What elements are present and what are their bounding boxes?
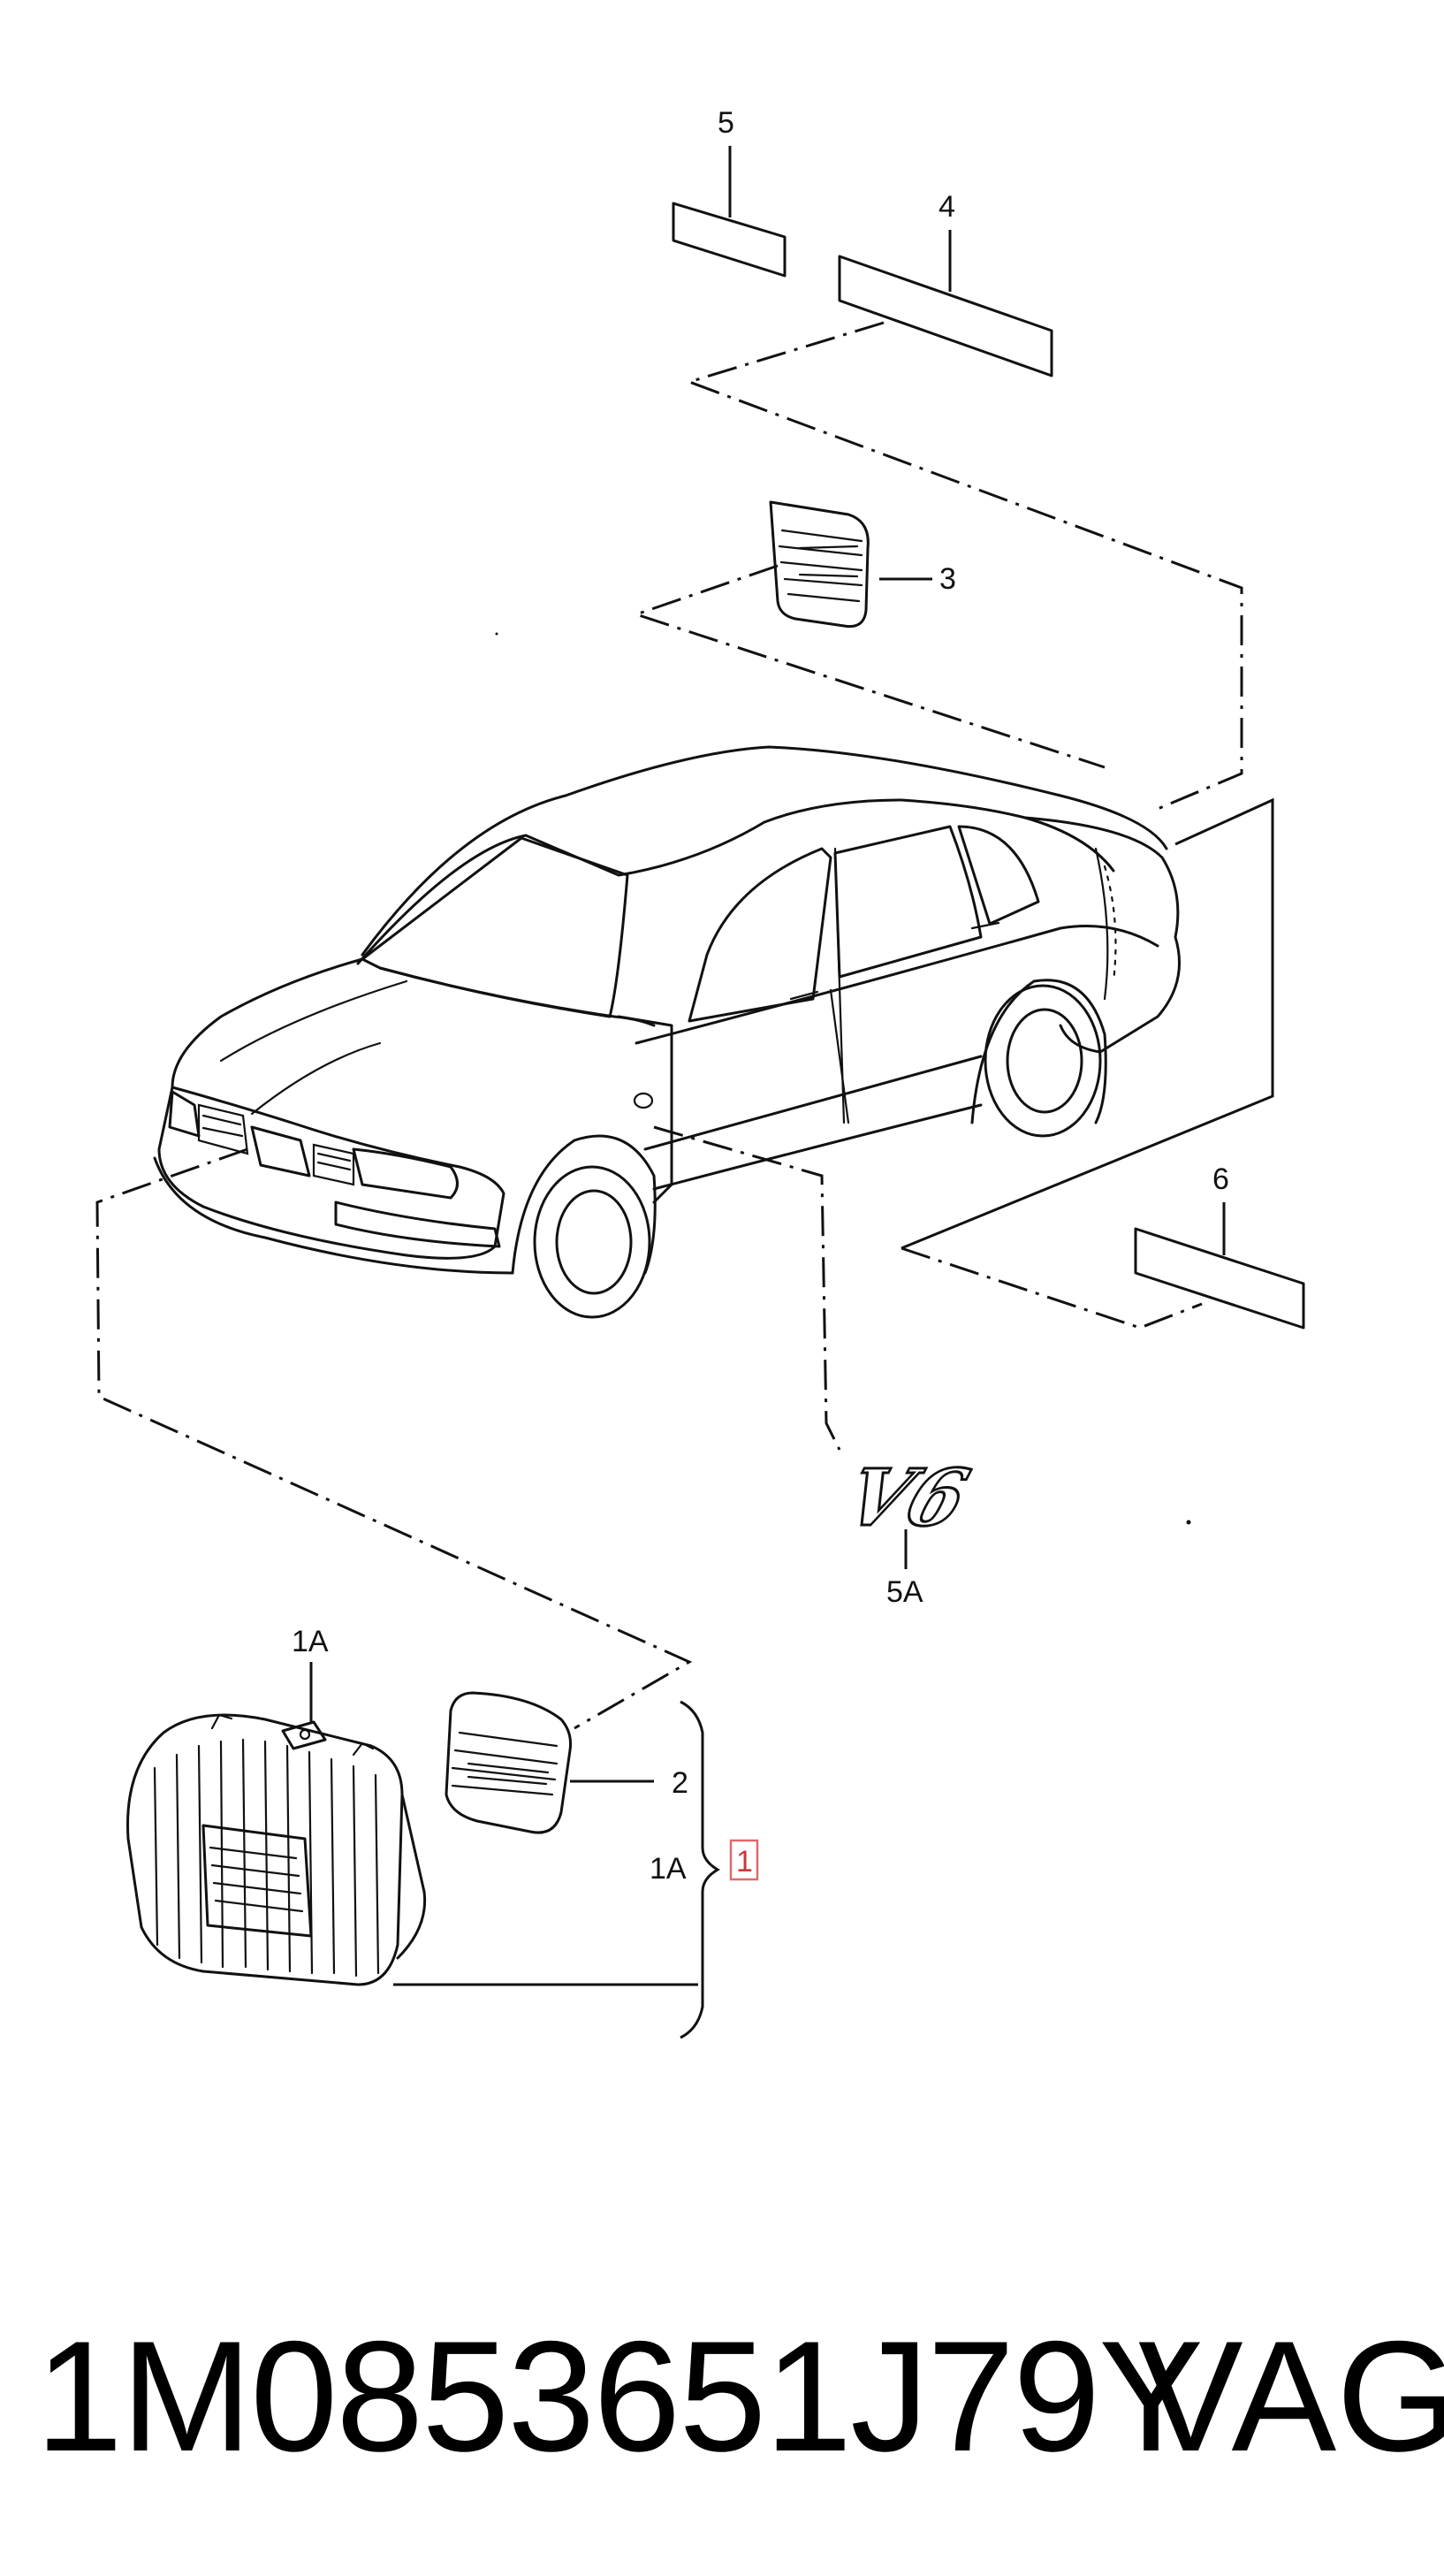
dashed-lead-6 bbox=[901, 1246, 1203, 1330]
part-5a-v6-badge: V6 5A bbox=[833, 1452, 980, 1609]
callout-5a: 5A bbox=[886, 1575, 923, 1609]
callout-2: 2 bbox=[672, 1766, 688, 1800]
stray-dot bbox=[495, 632, 498, 636]
dashed-lead-3 bbox=[632, 564, 1106, 769]
part-1-grille bbox=[126, 1713, 698, 1986]
dashed-lead-4 bbox=[685, 321, 1243, 811]
callout-1a-top: 1A bbox=[292, 1625, 329, 1658]
callout-3: 3 bbox=[939, 562, 956, 596]
parts-diagram: 5 4 3 bbox=[95, 106, 1305, 2039]
brand-label: VAG bbox=[1138, 2308, 1444, 2484]
part-number: 1M0853651J79Y bbox=[35, 2308, 1204, 2484]
stray-dot bbox=[1186, 1520, 1191, 1525]
part-2-front-emblem: 2 bbox=[445, 1691, 688, 1834]
dashed-lead-5a bbox=[653, 1125, 841, 1451]
callout-5: 5 bbox=[718, 106, 734, 140]
car-illustration bbox=[153, 745, 1181, 1319]
highlight-callout-1 bbox=[729, 1839, 759, 1881]
dashed-lead-2 bbox=[95, 1147, 693, 1730]
part-3-rear-emblem: 3 bbox=[769, 500, 956, 629]
bracket-6 bbox=[901, 797, 1274, 1250]
part-6-side-strip: 6 bbox=[1134, 1162, 1305, 1330]
part-number-bar: 1M0853651J79Y VAG bbox=[0, 2290, 1444, 2493]
callout-1a-left: 1A bbox=[650, 1852, 687, 1886]
part-1a-clip: 1A bbox=[281, 1625, 329, 1750]
part-5-sticker: 5 bbox=[672, 106, 787, 278]
part-4-sticker: 4 bbox=[838, 190, 1053, 377]
callout-4: 4 bbox=[939, 190, 955, 224]
group-brace bbox=[680, 1700, 720, 2039]
callout-6: 6 bbox=[1212, 1162, 1229, 1196]
callout-1: 1 bbox=[736, 1845, 753, 1879]
